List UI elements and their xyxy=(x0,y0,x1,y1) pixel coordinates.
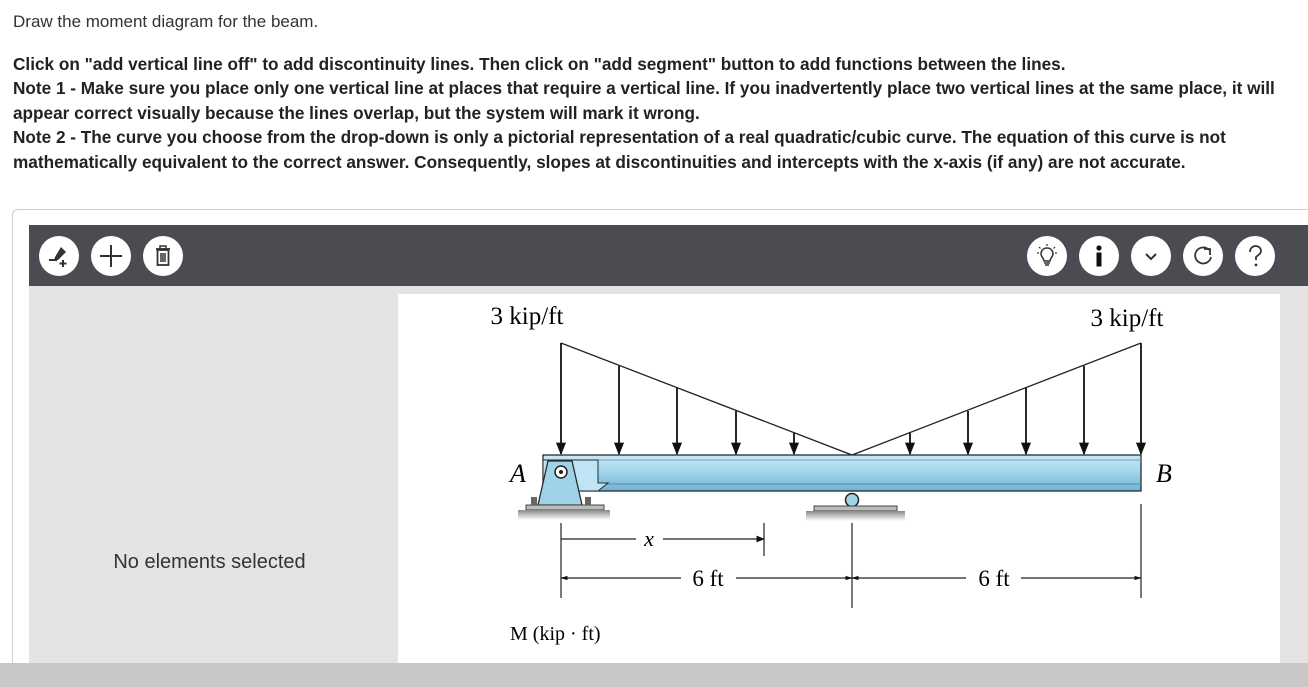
beam xyxy=(542,454,1142,492)
pin-support-a xyxy=(518,460,610,520)
load-distribution-outline xyxy=(560,342,1142,456)
note-2: Note 2 - The curve you choose from the d… xyxy=(13,127,1226,172)
selection-message: No elements selected xyxy=(113,551,306,573)
add-vertical-line-icon xyxy=(49,247,67,267)
add-segment-button[interactable] xyxy=(91,236,131,276)
question-prompt: Draw the moment diagram for the beam. xyxy=(13,12,319,31)
properties-panel: No elements selected xyxy=(29,286,390,666)
load-arrows xyxy=(555,343,1147,456)
load-label-right: 3 kip/ft xyxy=(1091,305,1164,332)
drawing-canvas[interactable]: 3 kip/ft 3 kip/ft xyxy=(398,294,1280,666)
chevron-down-icon xyxy=(1145,253,1157,261)
delete-icon xyxy=(156,245,170,266)
info-button[interactable] xyxy=(1079,236,1119,276)
note-1: Note 1 - Make sure you place only one ve… xyxy=(13,78,1275,123)
x-dimension-label: x xyxy=(643,526,654,551)
hint-bulb-icon xyxy=(1037,244,1057,266)
reset-icon xyxy=(1194,246,1212,265)
beam-figure: 3 kip/ft 3 kip/ft xyxy=(491,303,1173,645)
dimension-lines xyxy=(560,504,1142,608)
info-icon xyxy=(1096,245,1102,267)
end-label-b: B xyxy=(1156,459,1172,488)
expand-button[interactable] xyxy=(1131,236,1171,276)
instruction-line: Click on "add vertical line off" to add … xyxy=(13,54,1066,74)
delete-button[interactable] xyxy=(143,236,183,276)
bottom-scrollbar[interactable] xyxy=(0,663,1308,687)
help-icon xyxy=(1249,245,1262,267)
dimension-label-left: 6 ft xyxy=(692,566,724,591)
reset-button[interactable] xyxy=(1183,236,1223,276)
add-segment-icon xyxy=(100,245,122,267)
instructions: Click on "add vertical line off" to add … xyxy=(13,52,1298,174)
help-button[interactable] xyxy=(1235,236,1275,276)
toolbar xyxy=(29,225,1308,286)
canvas-area: 3 kip/ft 3 kip/ft xyxy=(390,286,1308,666)
hint-button[interactable] xyxy=(1027,236,1067,276)
support-label-a: A xyxy=(508,459,526,488)
dimension-label-right: 6 ft xyxy=(978,566,1010,591)
roller-support xyxy=(806,492,905,521)
moment-axis-label: M (kip · ft) xyxy=(510,623,601,645)
add-vertical-line-button[interactable] xyxy=(39,236,79,276)
load-label-left: 3 kip/ft xyxy=(491,303,564,330)
